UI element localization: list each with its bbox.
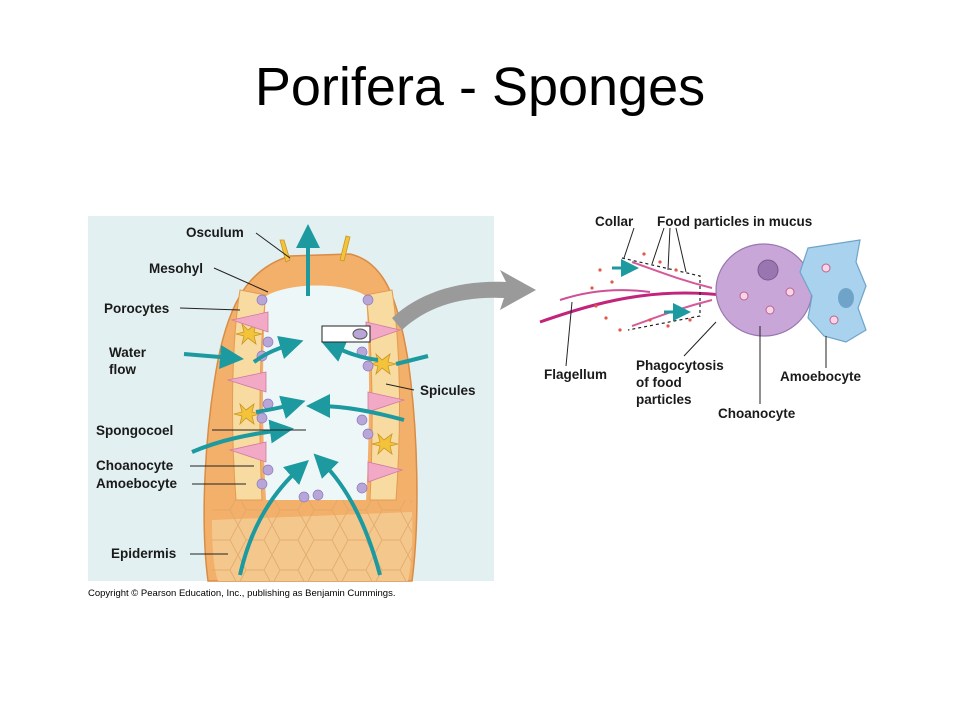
choanocyte-callout [321,325,371,343]
label-water-flow-line2: flow [109,362,136,377]
cell-text-labels: Collar Food particles in mucus Flagellum… [544,214,862,421]
cell-leader-lines [565,227,827,404]
water-flow-arrows [183,224,429,576]
label-phagocytosis-line3: particles [636,392,692,407]
label-water-flow-line1: Water [109,345,147,360]
label-amoebocyte-detail: Amoebocyte [780,369,862,384]
choanocyte-detail [539,239,867,343]
label-spicules: Spicules [420,383,476,398]
spicules [233,235,399,456]
label-food-particles-in-mucus: Food particles in mucus [657,214,812,229]
choanocyte-cells [256,294,374,503]
sponge-leader-lines [179,232,415,555]
label-choanocyte: Choanocyte [96,458,174,473]
label-phagocytosis-line1: Phagocytosis [636,358,724,373]
label-osculum: Osculum [186,225,244,240]
label-porocytes: Porocytes [104,301,169,316]
sponge-body [203,253,418,582]
copyright-notice: Copyright © Pearson Education, Inc., pub… [88,588,395,599]
label-flagellum: Flagellum [544,367,607,382]
label-phagocytosis-line2: of food [636,375,682,390]
slide-title: Porifera - Sponges [254,57,706,117]
label-choanocyte-detail: Choanocyte [718,406,796,421]
label-epidermis: Epidermis [111,546,176,561]
sponge-text-labels: Osculum Mesohyl Porocytes Water flow Spi… [96,225,476,561]
label-amoebocyte: Amoebocyte [96,476,178,491]
porocytes [226,311,406,483]
label-spongocoel: Spongocoel [96,423,173,438]
zoom-arrow [392,270,536,330]
label-collar: Collar [595,214,634,229]
label-mesohyl: Mesohyl [149,261,203,276]
